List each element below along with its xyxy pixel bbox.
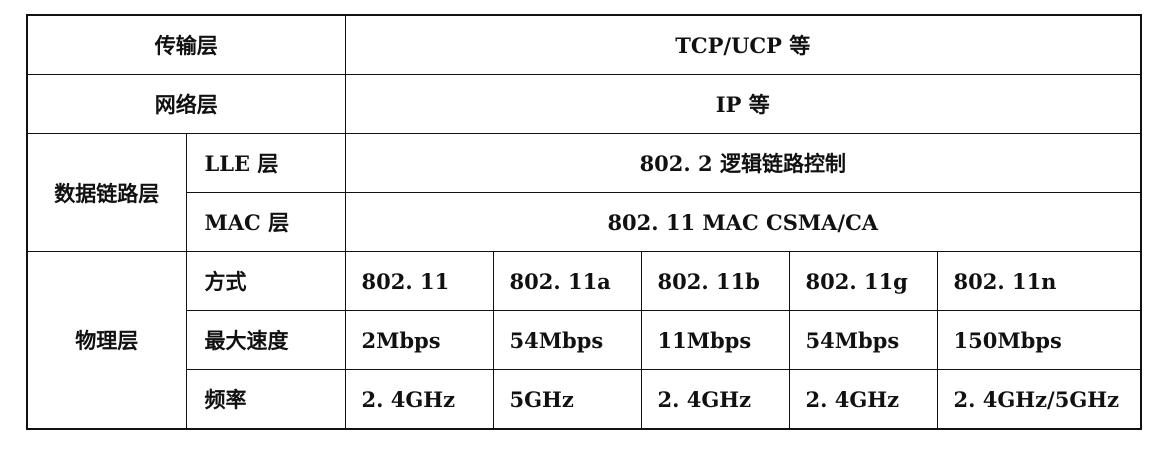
max-speed-label: 最大速度 [185,310,346,370]
network-protocol-table: 传输层 TCP/UCP 等 网络层 IP 等 数据链路层 LLE 层 802. … [26,14,1143,430]
transport-layer-label: 传输层 [26,14,346,75]
speed-cell: 11Mbps [640,310,790,370]
frequency-label: 频率 [185,369,346,430]
mode-label: 方式 [185,251,346,311]
lle-sublayer-value: 802. 2 逻辑链路控制 [344,133,1142,193]
network-layer-label: 网络层 [26,74,346,134]
mode-cell: 802. 11g [788,251,938,311]
network-layer-value: IP 等 [344,74,1142,134]
frequency-cell: 2. 4GHz [640,369,790,430]
physical-speed-row: 最大速度 2Mbps 54Mbps 11Mbps 54Mbps 150Mbps [27,310,1142,370]
mode-cell: 802. 11a [492,251,642,311]
datalink-mac-row: MAC 层 802. 11 MAC CSMA/CA [27,192,1142,252]
mode-cell: 802. 11 [344,251,494,311]
transport-layer-row: 传输层 TCP/UCP 等 [26,14,1142,75]
lle-sublayer-label: LLE 层 [185,133,346,193]
speed-cell: 54Mbps [492,310,642,370]
speed-cell: 54Mbps [788,310,938,370]
datalink-layer-label: 数据链路层 [26,133,187,252]
network-layer-row: 网络层 IP 等 [26,74,1142,134]
frequency-cell: 2. 4GHz/5GHz [936,369,1142,430]
physical-mode-row: 物理层 方式 802. 11 802. 11a 802. 11b 802. 11… [26,251,1142,430]
mac-sublayer-value: 802. 11 MAC CSMA/CA [344,192,1142,252]
frequency-cell: 2. 4GHz [788,369,938,430]
transport-layer-value: TCP/UCP 等 [344,14,1142,75]
physical-frequency-row: 频率 2. 4GHz 5GHz 2. 4GHz 2. 4GHz 2. 4GHz/… [27,369,1142,430]
physical-layer-label: 物理层 [26,251,187,430]
mode-cell: 802. 11b [640,251,790,311]
mac-sublayer-label: MAC 层 [185,192,346,252]
datalink-lle-row: 数据链路层 LLE 层 802. 2 逻辑链路控制 [26,133,1142,252]
speed-cell: 2Mbps [344,310,494,370]
frequency-cell: 2. 4GHz [344,369,494,430]
mode-cell: 802. 11n [936,251,1142,311]
speed-cell: 150Mbps [936,310,1142,370]
frequency-cell: 5GHz [492,369,642,430]
